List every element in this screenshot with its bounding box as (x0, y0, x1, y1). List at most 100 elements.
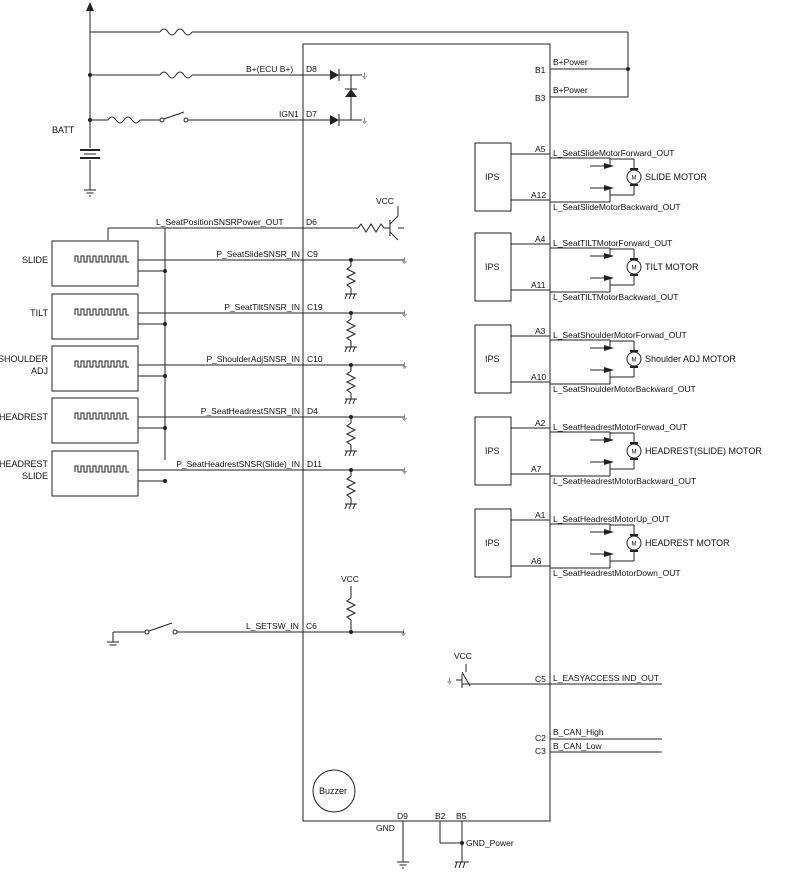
motor-pin-a: A5 (535, 144, 546, 154)
ground-icon (84, 189, 96, 197)
diode-icon (330, 115, 339, 125)
ign1-line: IGN1 D7 ⏚ (88, 109, 368, 126)
easyaccess-line: ⏚ VCC C5 L_EASYACCESS IND_OUT (446, 651, 662, 688)
fuse-icon (159, 71, 193, 79)
svg-text:B2: B2 (435, 811, 446, 821)
fuse-icon (107, 116, 141, 124)
switch-icon (159, 111, 189, 123)
motor-out-a: L_SeatHeadrestMotorForwad_OUT (553, 422, 687, 432)
motor-symbol: M (632, 542, 637, 548)
motor-symbol: M (632, 450, 637, 456)
motor-out-b: L_SeatSlideMotorBackward_OUT (553, 202, 681, 212)
b-plus-bus: B1 B3 B+Power B+Power (90, 28, 630, 103)
ips-label: IPS (485, 262, 500, 272)
resistor-icon (345, 597, 357, 621)
motor-pin-a: A4 (535, 234, 546, 244)
resistor-icon (345, 265, 357, 289)
sensor-waveform-icon (74, 465, 129, 473)
sensor-name: TILT (30, 308, 48, 318)
svg-text:B+(ECU B+): B+(ECU B+) (246, 64, 293, 74)
motor-pin-b: A11 (531, 280, 546, 290)
svg-text:VCC: VCC (376, 196, 394, 206)
sensor-name: ADJ (31, 366, 48, 376)
motor-driver-5: IPSA1A6L_SeatHeadrestMotorUp_OUTL_SeatHe… (474, 508, 730, 578)
svg-text:B_CAN_Low: B_CAN_Low (553, 741, 603, 751)
motor-pin-b: A6 (531, 556, 542, 566)
motor-out-a: L_SeatShoulderMotorForwad_OUT (553, 330, 687, 340)
ips-box (474, 508, 512, 578)
arrow-right-icon (604, 345, 614, 351)
resistor-icon (345, 422, 357, 446)
sensor-pin-label: C10 (307, 354, 323, 364)
svg-text:VCC: VCC (341, 574, 359, 584)
sensor-signal-label: P_SeatSlideSNSR_IN (216, 249, 300, 259)
motor-pin-a: A3 (535, 326, 546, 336)
motor-out-b: L_SeatHeadrestMotorDown_OUT (553, 568, 681, 578)
sensor-name: HEADREST (0, 412, 48, 422)
connector-icon: ⏚ (401, 257, 408, 265)
svg-text:⏚: ⏚ (361, 117, 368, 125)
sensor-signal-label: P_ShoulderAdjSNSR_IN (206, 354, 300, 364)
motor-symbol: M (632, 358, 637, 364)
motor-driver-4: IPSA2A7L_SeatHeadrestMotorForwad_OUTL_Se… (474, 416, 762, 486)
svg-text:C3: C3 (535, 746, 546, 756)
svg-text:⏚: ⏚ (446, 677, 453, 685)
svg-text:IGN1: IGN1 (279, 109, 299, 119)
svg-text:B1: B1 (535, 65, 546, 75)
svg-text:C6: C6 (306, 621, 317, 631)
arrow-right-icon (604, 275, 614, 281)
sensor-waveform-icon (74, 255, 129, 263)
connector-icon: ⏚ (401, 310, 408, 318)
svg-text:L_SeatPositionSNSRPower_OUT: L_SeatPositionSNSRPower_OUT (156, 217, 284, 227)
svg-text:B_CAN_High: B_CAN_High (553, 727, 604, 737)
diode-icon (330, 70, 339, 80)
svg-text:D7: D7 (306, 109, 317, 119)
svg-text:D9: D9 (397, 811, 408, 821)
sensor-name: SLIDE (22, 471, 48, 481)
motor-driver-2: IPSA4A11L_SeatTILTMotorForward_OUTL_Seat… (474, 232, 699, 302)
sensor-name: HEADREST (0, 459, 48, 469)
sensor-5: HEADRESTSLIDEP_SeatHeadrestSNSR(Slide)_I… (0, 450, 408, 510)
ground-pins: D9 GND B2 B5 GND_Power (376, 811, 514, 869)
motor-pin-b: A7 (531, 464, 542, 474)
ips-box (474, 324, 512, 394)
sensor-power-line: VCC L_SeatPositionSNSRPower_OUT D6 (107, 196, 404, 460)
svg-text:C2: C2 (535, 733, 546, 743)
sensor-pin-label: D4 (307, 406, 318, 416)
buzzer: Buzzer (312, 769, 356, 813)
ips-label: IPS (485, 538, 500, 548)
ground-icon (107, 641, 119, 646)
motor-out-a: L_SeatSlideMotorForward_OUT (553, 148, 674, 158)
arrow-up-icon (86, 2, 94, 11)
arrow-right-icon (604, 459, 614, 465)
diode-icon (345, 89, 357, 97)
svg-text:B5: B5 (456, 811, 467, 821)
ips-label: IPS (485, 446, 500, 456)
arrow-right-icon (604, 551, 614, 557)
motor-symbol: M (632, 266, 637, 272)
ips-box (474, 416, 512, 486)
connector-icon: ⏚ (401, 467, 408, 475)
resistor-icon (345, 370, 357, 394)
motor-pin-b: A10 (531, 372, 546, 382)
motor-name: TILT MOTOR (645, 262, 699, 272)
batt-label: BATT (52, 125, 75, 135)
motor-name: HEADREST(SLIDE) MOTOR (645, 446, 762, 456)
motor-out-b: L_SeatHeadrestMotorBackward_OUT (553, 476, 696, 486)
motor-name: Shoulder ADJ MOTOR (645, 354, 736, 364)
sensor-signal-label: P_SeatHeadrestSNSR_IN (201, 406, 300, 416)
sensor-box (51, 240, 139, 287)
sensor-name: SLIDE (22, 255, 48, 265)
arrow-right-icon (604, 529, 614, 535)
ips-label: IPS (485, 172, 500, 182)
can-bus-lines: C2 C3 B_CAN_High B_CAN_Low (535, 727, 662, 756)
sensor-box (51, 450, 139, 497)
sensor-box (51, 397, 139, 444)
ips-box (474, 142, 512, 212)
sensor-waveform-icon (74, 308, 129, 316)
